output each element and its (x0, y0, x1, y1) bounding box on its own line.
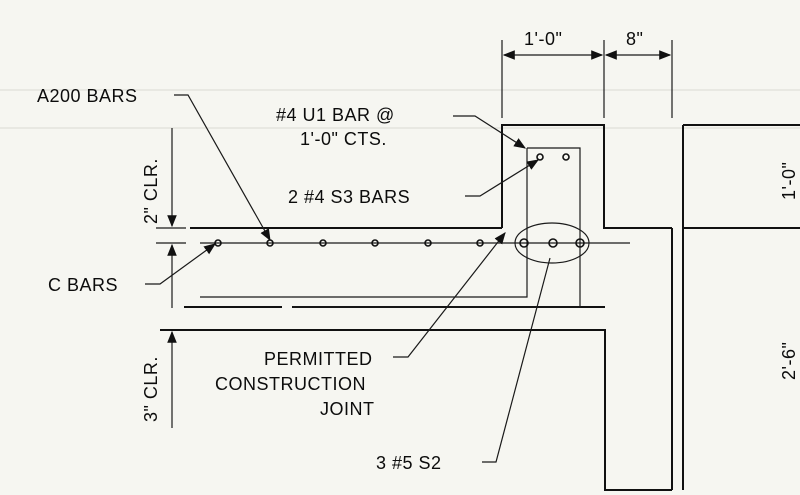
a200-bars-label: A200 BARS (37, 86, 138, 106)
background-ghost-lines (0, 89, 800, 129)
dimension-lines (156, 40, 673, 428)
s2-bar-group-ellipse (514, 222, 590, 264)
right-height-dimension: 2'-6" (779, 342, 799, 380)
right-top-dimension: 1'-0" (779, 162, 799, 200)
u1-bar-label-line1: #4 U1 BAR @ (276, 105, 395, 125)
leader-lines (145, 94, 551, 463)
gap-width-dimension: 8" (626, 29, 643, 49)
c-bars-label: C BARS (48, 275, 118, 295)
bottom-clear-dimension: 3" CLR. (141, 356, 161, 422)
top-clear-dimension: 2" CLR. (141, 158, 161, 224)
construction-joint-label-line3: JOINT (320, 399, 375, 419)
s2-bars-label: 3 #5 S2 (376, 453, 442, 473)
s3-bars-label: 2 #4 S3 BARS (288, 187, 410, 207)
construction-joint-label-line1: PERMITTED (264, 349, 373, 369)
u1-bar-label-line2: 1'-0" CTS. (300, 129, 387, 149)
construction-joint-label-line2: CONSTRUCTION (215, 374, 366, 394)
reinforcement (200, 147, 630, 308)
curb-width-dimension: 1'-0" (524, 29, 562, 49)
